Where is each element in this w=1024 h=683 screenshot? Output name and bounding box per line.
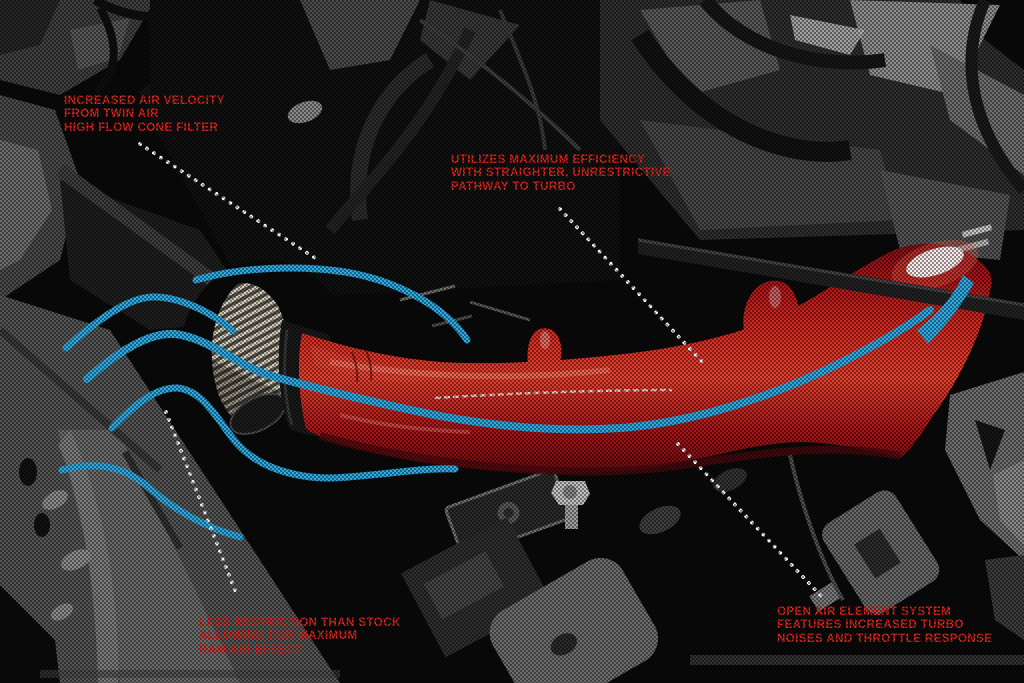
leader-line-bottom-right bbox=[676, 442, 823, 598]
callout-line: WITH STRAIGHTER, UNRESTRICTIVE bbox=[451, 167, 671, 180]
pipe-body bbox=[298, 243, 992, 473]
callout-line: RAM AIR EFFECT bbox=[199, 643, 302, 656]
airflow-arrow-tip bbox=[917, 275, 974, 344]
callout-line: HIGH FLOW CONE FILTER bbox=[64, 121, 219, 134]
pipe-vacuum-stub-small bbox=[527, 328, 562, 366]
callout-line: NOISES AND THROTTLE RESPONSE bbox=[777, 632, 993, 645]
airflow-line-2 bbox=[62, 293, 237, 352]
callout-line: INCREASED AIR VELOCITY bbox=[64, 95, 225, 107]
callout-line: UTILIZES MAXIMUM EFFICIENCY bbox=[451, 154, 646, 166]
leader-lines bbox=[138, 142, 823, 598]
callout-open-air-element: OPEN AIR ELEMENT SYSTEM FEATURES INCREAS… bbox=[777, 606, 992, 646]
airflow-line-1 bbox=[192, 264, 471, 344]
callout-increased-air-velocity: INCREASED AIR VELOCITY FROM TWIN AIR HIG… bbox=[64, 95, 225, 135]
airflow-line-main bbox=[83, 306, 934, 434]
airflow-line-4 bbox=[108, 384, 459, 482]
callout-less-restriction: LESS RESTRICTION THAN STOCK ALLOWING FOR… bbox=[199, 617, 401, 657]
red-intake-pipe bbox=[298, 239, 992, 476]
callout-line: FROM TWIN AIR bbox=[64, 108, 159, 121]
leader-line-bottom-left bbox=[164, 410, 238, 595]
callout-line: FEATURES INCREASED TURBO bbox=[777, 619, 964, 632]
callout-line: ALLOWING FOR MAXIMUM bbox=[199, 630, 358, 643]
leader-line-top-left bbox=[138, 142, 320, 262]
callout-line: PATHWAY TO TURBO bbox=[451, 180, 576, 193]
callout-line: OPEN AIR ELEMENT SYSTEM bbox=[777, 606, 952, 618]
callout-maximum-efficiency: UTILIZES MAXIMUM EFFICIENCY WITH STRAIGH… bbox=[451, 154, 671, 194]
callout-line: LESS RESTRICTION THAN STOCK bbox=[199, 617, 401, 629]
